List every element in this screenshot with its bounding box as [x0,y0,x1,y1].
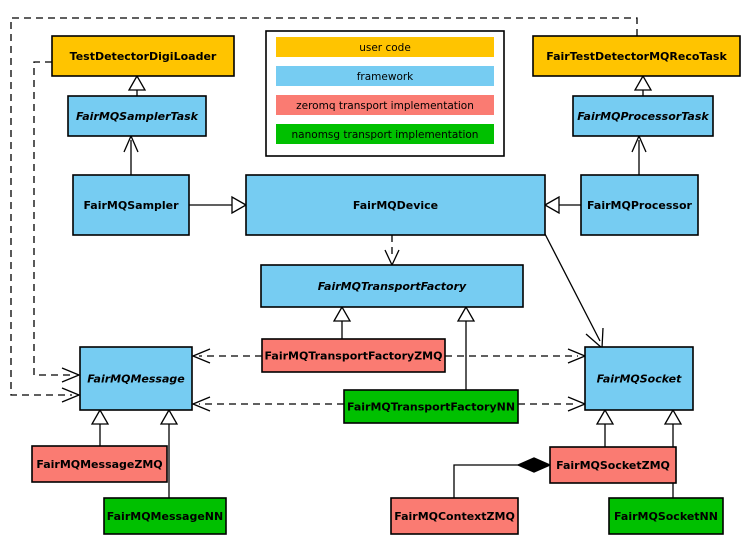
class-node-FairMQProcessorTask[interactable]: FairMQProcessorTask [572,95,714,137]
class-node-label: FairMQTransportFactoryZMQ [265,350,443,363]
arrowhead-transportfactoryzmq-to-transportfactory [332,305,352,322]
arrowhead-digiloader-to-message [61,367,81,383]
class-node-box [260,264,524,308]
class-node-label: FairMQTransportFactory [318,280,467,293]
legend-swatch-zeromq [276,95,494,115]
arrowhead-messagenn-to-message [159,408,179,425]
edge-device-to-socket [544,233,601,342]
arrowhead-sampler-to-device [231,195,248,215]
class-node-FairMQMessageNN[interactable]: FairMQMessageNN [103,497,227,535]
arrowhead-recotask-to-message [61,387,81,403]
class-node-FairMQSocket[interactable]: FairMQSocket [584,346,694,411]
class-node-box [72,174,190,236]
class-node-box [51,35,235,77]
node-layer: TestDetectorDigiLoader FairTestDetectorMQ… [31,35,741,535]
class-node-box [532,35,741,77]
arrowhead-processor-to-device [543,195,560,215]
class-node-label: FairMQSamplerTask [76,110,199,123]
class-node-FairTestDetectorMQRecoTask[interactable]: FairTestDetectorMQRecoTask [532,35,741,77]
class-node-box [67,95,207,137]
class-node-label: FairMQProcessorTask [577,110,709,123]
class-node-FairMQMessage[interactable]: FairMQMessage [79,346,193,411]
class-node-FairMQProcessor[interactable]: FairMQProcessor [580,174,699,236]
class-node-FairMQMessageZMQ[interactable]: FairMQMessageZMQ [31,445,168,483]
legend-swatch-user-code [276,37,494,57]
legend-label-zeromq: zeromq transport implementation [296,100,474,112]
class-node-FairMQTransportFactory[interactable]: FairMQTransportFactory [260,264,524,308]
arrowhead-transportfactorynn-to-message [191,396,211,412]
class-node-FairMQSocketNN[interactable]: FairMQSocketNN [608,497,724,535]
class-node-FairMQTransportFactoryZMQ[interactable]: FairMQTransportFactoryZMQ [261,338,446,373]
class-node-label: FairMQDevice [353,199,438,212]
legend-label-nanomsg: nanomsg transport implementation [292,129,479,141]
legend-swatch-framework [276,66,494,86]
class-node-box [584,346,694,411]
arrowhead-transportfactoryzmq-to-message [191,348,211,364]
class-node-box [103,497,227,535]
class-node-label: FairMQContextZMQ [394,510,515,523]
edge-contextzmq-to-socketzmq [453,464,534,498]
class-node-box [390,497,519,535]
edge-digiloader-to-message [33,61,72,376]
class-node-box [343,389,519,424]
arrowhead-processortask-to-recotask [633,74,653,91]
legend-label-framework: framework [357,71,414,83]
class-node-box [31,445,168,483]
arrowhead-samplertask-to-digiloader [127,74,147,91]
class-node-FairMQContextZMQ[interactable]: FairMQContextZMQ [390,497,519,535]
class-node-box [79,346,193,411]
arrowhead-socketzmq-to-socket [595,408,615,425]
class-node-label: FairMQTransportFactoryNN [347,401,515,414]
class-node-TestDetectorDigiLoader[interactable]: TestDetectorDigiLoader [51,35,235,77]
class-node-FairMQTransportFactoryNN[interactable]: FairMQTransportFactoryNN [343,389,519,424]
class-node-FairMQDevice[interactable]: FairMQDevice [245,174,546,236]
arrowhead-socketnn-to-socket [663,408,683,425]
class-node-box [608,497,724,535]
class-node-label: FairTestDetectorMQRecoTask [546,50,727,63]
class-node-label: TestDetectorDigiLoader [70,50,217,63]
diamond-contextzmq-to-socketzmq [516,457,552,473]
class-node-box [261,338,446,373]
class-node-box [549,446,677,484]
edge-recotask-to-message [10,17,638,396]
class-node-label: FairMQMessageNN [107,510,223,523]
class-node-box [245,174,546,236]
class-node-label: FairMQSocketZMQ [556,459,670,472]
class-node-box [580,174,699,236]
class-node-FairMQSampler[interactable]: FairMQSampler [72,174,190,236]
legend-swatch-nanomsg [276,124,494,144]
arrowhead-transportfactorynn-to-transportfactory [456,305,476,322]
legend-label-user-code: user code [359,42,411,54]
class-node-FairMQSocketZMQ[interactable]: FairMQSocketZMQ [549,446,677,484]
class-node-FairMQSamplerTask[interactable]: FairMQSamplerTask [67,95,207,137]
class-node-label: FairMQSampler [83,199,179,212]
class-node-label: FairMQSocketNN [614,510,718,523]
class-node-label: FairMQProcessor [587,199,692,212]
class-node-label: FairMQSocket [597,373,683,386]
arrowhead-messagezmq-to-message [90,408,110,425]
class-node-label: FairMQMessage [87,373,185,386]
class-node-box [572,95,714,137]
legend: user code framework zeromq transport imp… [265,30,505,157]
class-node-label: FairMQMessageZMQ [36,458,162,471]
